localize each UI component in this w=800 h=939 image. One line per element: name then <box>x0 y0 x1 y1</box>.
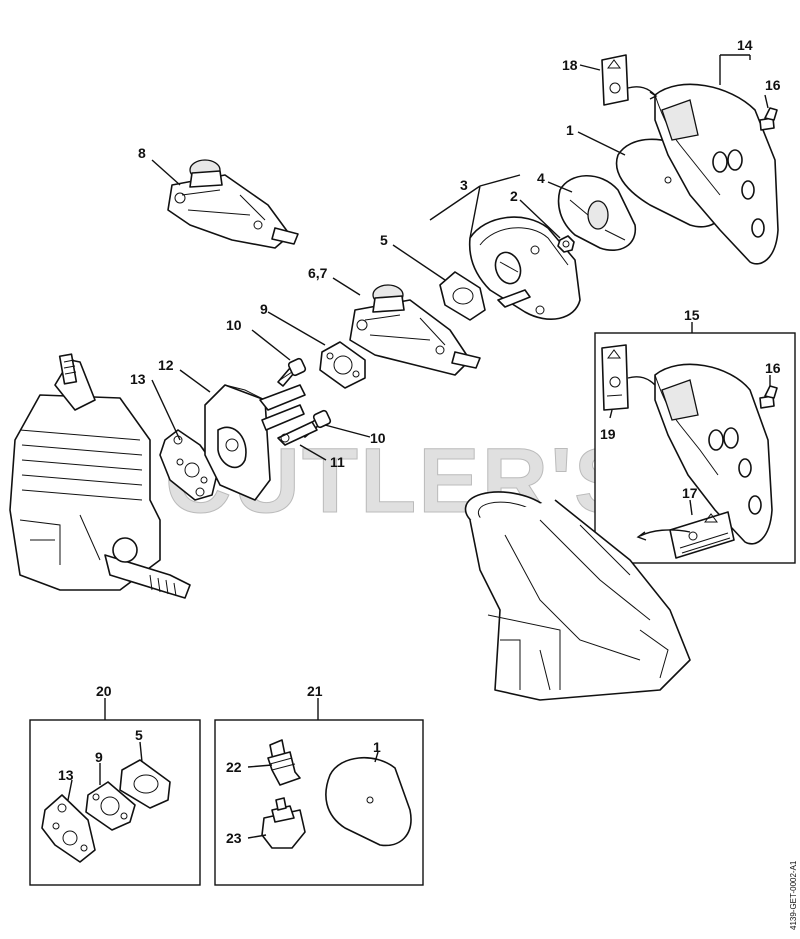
label-2: 2 <box>510 188 518 204</box>
nut-2-part <box>557 235 575 253</box>
label-15: 15 <box>684 307 700 323</box>
label-16-top: 16 <box>765 77 781 93</box>
clip-11-part <box>277 421 318 446</box>
label-11: 11 <box>330 454 345 470</box>
label-21: 21 <box>307 683 323 699</box>
base-plate-3-part <box>468 216 581 320</box>
gasket-5-part <box>439 271 486 321</box>
drawing-code: 4139-GET-0002-A1 <box>789 860 798 930</box>
label-17: 17 <box>682 485 698 501</box>
carburetor-6-7-part <box>349 284 481 376</box>
gasket-9-part <box>319 341 366 389</box>
label-9: 9 <box>260 301 268 317</box>
label-20-9: 9 <box>95 749 103 765</box>
label-1-top: 1 <box>566 122 574 138</box>
label-20-5: 5 <box>135 727 143 743</box>
flange-12-part <box>204 384 306 501</box>
kit-21-box <box>214 719 424 886</box>
label-10-upper: 10 <box>226 317 242 333</box>
screw-16-top-part <box>759 107 778 131</box>
label-23: 23 <box>226 830 242 846</box>
label-4: 4 <box>537 170 545 186</box>
label-22: 22 <box>226 759 242 775</box>
label-10-lower: 10 <box>370 430 386 446</box>
carburetor-8-part <box>167 159 299 249</box>
label-6-7: 6,7 <box>308 265 328 281</box>
leader-lines <box>67 54 771 839</box>
kit-20-box <box>29 719 201 886</box>
label-20: 20 <box>96 683 112 699</box>
gasket-13-part <box>159 429 219 501</box>
bolt-10-upper-part <box>277 357 307 387</box>
cover-14-part <box>654 83 779 265</box>
warning-sticker-18-part <box>601 54 658 106</box>
label-13: 13 <box>130 371 146 387</box>
label-5: 5 <box>380 232 388 248</box>
kit-15-box <box>594 332 796 564</box>
label-20-13: 13 <box>58 767 74 783</box>
label-16-box: 16 <box>765 360 781 376</box>
label-14: 14 <box>737 37 753 53</box>
engine-part <box>9 353 191 599</box>
label-8: 8 <box>138 145 146 161</box>
housing-part <box>464 491 691 701</box>
label-18: 18 <box>562 57 578 73</box>
choke-plate-4-part <box>557 175 636 251</box>
label-21-1: 1 <box>373 739 381 755</box>
label-12: 12 <box>158 357 174 373</box>
label-19: 19 <box>600 426 616 442</box>
label-3: 3 <box>460 177 468 193</box>
